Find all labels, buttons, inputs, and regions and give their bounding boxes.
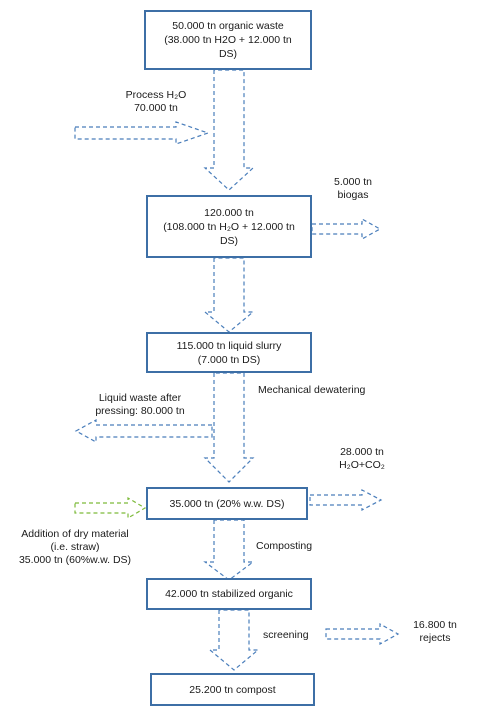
arrow-liquid-waste [74, 418, 213, 444]
box-organic-waste-line2: (38.000 tn H2O + 12.000 tn [164, 34, 292, 46]
box-stabilized-line1: 42.000 tn stabilized organic [165, 588, 293, 600]
label-composting: Composting [256, 540, 313, 552]
box-organic-waste-line1: 50.000 tn organic waste [172, 20, 284, 32]
box-mixture: 120.000 tn (108.000 tn H₂O + 12.000 tn D… [146, 195, 312, 258]
box-compost-line1: 25.200 tn compost [189, 683, 276, 696]
box-compost: 25.200 tn compost [150, 673, 315, 706]
label-biogas: 5.000 tn biogas [318, 176, 388, 202]
arrow-rejects [325, 622, 400, 646]
label-screening: screening [263, 629, 309, 641]
label-liquid-waste: Liquid waste after pressing: 80.000 tn [80, 392, 200, 418]
box-mixture-line3: DS) [219, 234, 239, 247]
arrow-dry-material [74, 496, 147, 520]
label-liquid-waste-line2: pressing: 80.000 tn [95, 405, 185, 417]
label-water-co2: 28.000 tn H₂O+CO₂ [324, 446, 400, 472]
arrow-down-4 [203, 519, 255, 581]
box-mixture-line2: (108.000 tn H₂O + 12.000 tn [163, 220, 295, 233]
label-water-co2-line1: 28.000 tn [340, 446, 384, 458]
box-organic-waste: 50.000 tn organic waste (38.000 tn H2O +… [144, 10, 312, 70]
arrow-down-1 [203, 69, 255, 191]
box-stabilized: 42.000 tn stabilized organic [146, 578, 312, 610]
box-slurry-line1: 115.000 tn liquid slurry [176, 339, 282, 352]
arrow-down-3 [203, 372, 255, 483]
label-process-water-line2: 70.000 tn [134, 102, 178, 114]
box-slurry-line2: (7.000 tn DS) [197, 353, 261, 366]
label-rejects-line2: rejects [419, 632, 451, 644]
arrow-water-co2 [309, 489, 383, 511]
label-biogas-line1: 5.000 tn [334, 176, 372, 188]
label-biogas-line2: biogas [337, 189, 369, 201]
box-organic-waste-line3: DS) [218, 48, 238, 60]
arrow-process-water [74, 121, 210, 145]
label-dry-material: Addition of dry material (i.e. straw) 35… [10, 528, 140, 567]
label-dry-material-line1: Addition of dry material [21, 528, 129, 540]
arrow-biogas [311, 217, 382, 241]
label-water-co2-line2: H₂O+CO₂ [339, 459, 385, 471]
label-rejects-line1: 16.800 tn [413, 619, 457, 631]
label-dry-material-line3: 35.000 tn (60%w.w. DS) [18, 554, 132, 566]
label-liquid-waste-line1: Liquid waste after [98, 392, 182, 404]
box-mixture-line1: 120.000 tn [204, 206, 254, 219]
label-process-water-line1: Process H₂O [125, 89, 187, 101]
arrow-down-2 [203, 257, 255, 333]
label-dry-material-line2: (i.e. straw) [50, 541, 100, 553]
box-dewatered-line1: 35.000 tn (20% w.w. DS) [169, 497, 285, 510]
label-rejects: 16.800 tn rejects [405, 619, 465, 645]
box-slurry: 115.000 tn liquid slurry (7.000 tn DS) [146, 332, 312, 373]
label-process-water: Process H₂O 70.000 tn [110, 89, 202, 115]
box-dewatered: 35.000 tn (20% w.w. DS) [146, 487, 308, 520]
arrow-down-5 [208, 609, 260, 671]
label-mechanical-dewatering: Mechanical dewatering [258, 384, 366, 396]
